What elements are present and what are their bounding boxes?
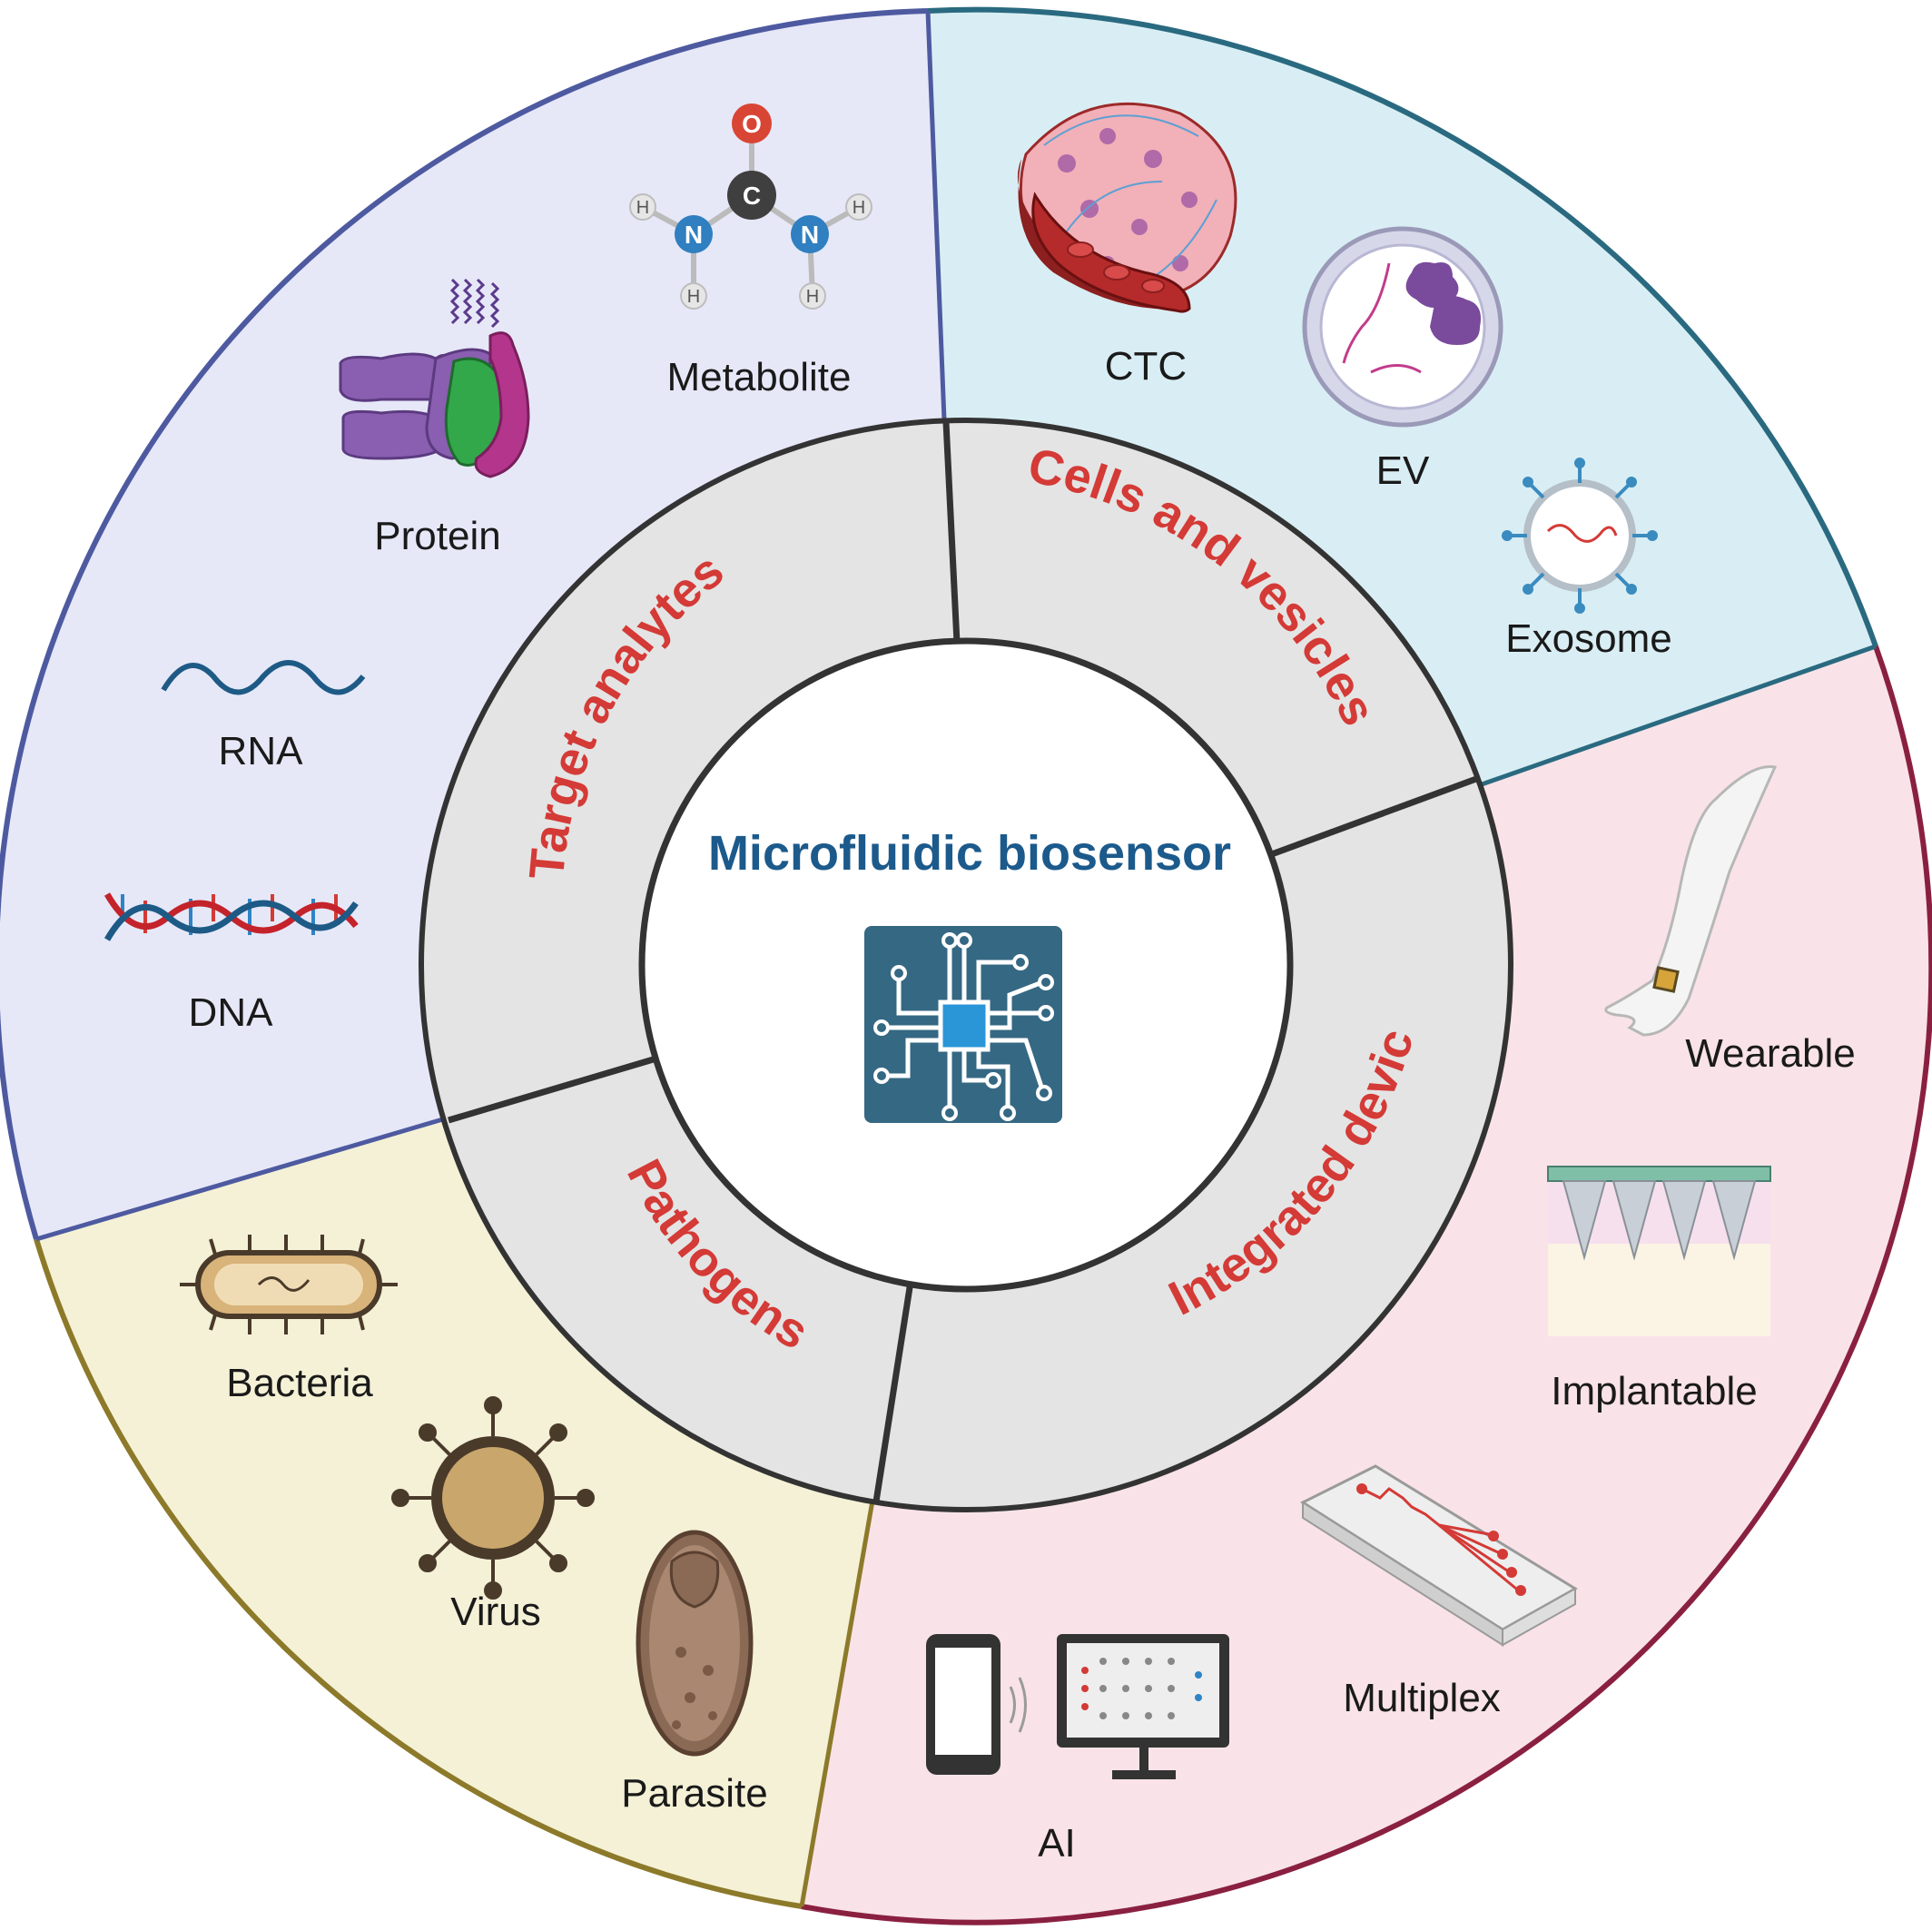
label-ctc: CTC [1105,344,1187,389]
virus-icon [391,1396,595,1600]
label-exosome: Exosome [1505,616,1671,661]
microneedle-icon [1547,1166,1771,1336]
label-metabolite: Metabolite [666,355,851,399]
label-implantable: Implantable [1551,1369,1757,1413]
phone-monitor-icon [926,1634,1229,1779]
center-title: Microfluidic biosensor [708,826,1231,881]
section-cells-vesicles-border [927,6,1878,648]
svg-text:H: H [853,198,865,218]
label-bacteria: Bacteria [226,1361,373,1405]
label-ev: EV [1376,448,1430,493]
label-multiplex: Multiplex [1343,1676,1501,1720]
svg-text:H: H [636,198,649,218]
rna-icon [161,660,366,695]
chip-icon [864,926,1062,1123]
svg-text:H: H [687,287,700,307]
exosome-icon [1502,458,1658,614]
svg-text:H: H [806,287,819,307]
bacteria-icon [180,1235,398,1334]
svg-text:O: O [742,110,762,138]
section-integrated-device-border [801,645,1932,1925]
arm-patch-icon [1604,764,1778,1037]
label-protein: Protein [374,514,500,558]
microfluidic-chip-icon [1299,1464,1578,1647]
label-virus: Virus [450,1590,540,1634]
label-wearable: Wearable [1685,1031,1856,1076]
dna-icon [104,892,359,941]
svg-text:N: N [801,221,819,249]
label-parasite: Parasite [621,1771,767,1816]
center-hub: Microfluidic biosensor [708,826,1231,1123]
parasite-icon [636,1530,754,1757]
label-dna: DNA [189,990,274,1035]
protein-icon [339,278,530,478]
svg-text:N: N [685,221,703,249]
svg-text:C: C [743,182,761,210]
section-target-analytes-border [0,8,929,1240]
label-rna: RNA [219,729,304,773]
tumor-vessel-icon [1017,102,1237,313]
section-pathogens-border [34,1238,803,1909]
extracellular-vesicle-icon [1302,226,1503,428]
urea-molecule-icon: O C N N H H H H [629,103,872,310]
label-ai: AI [1038,1821,1076,1866]
